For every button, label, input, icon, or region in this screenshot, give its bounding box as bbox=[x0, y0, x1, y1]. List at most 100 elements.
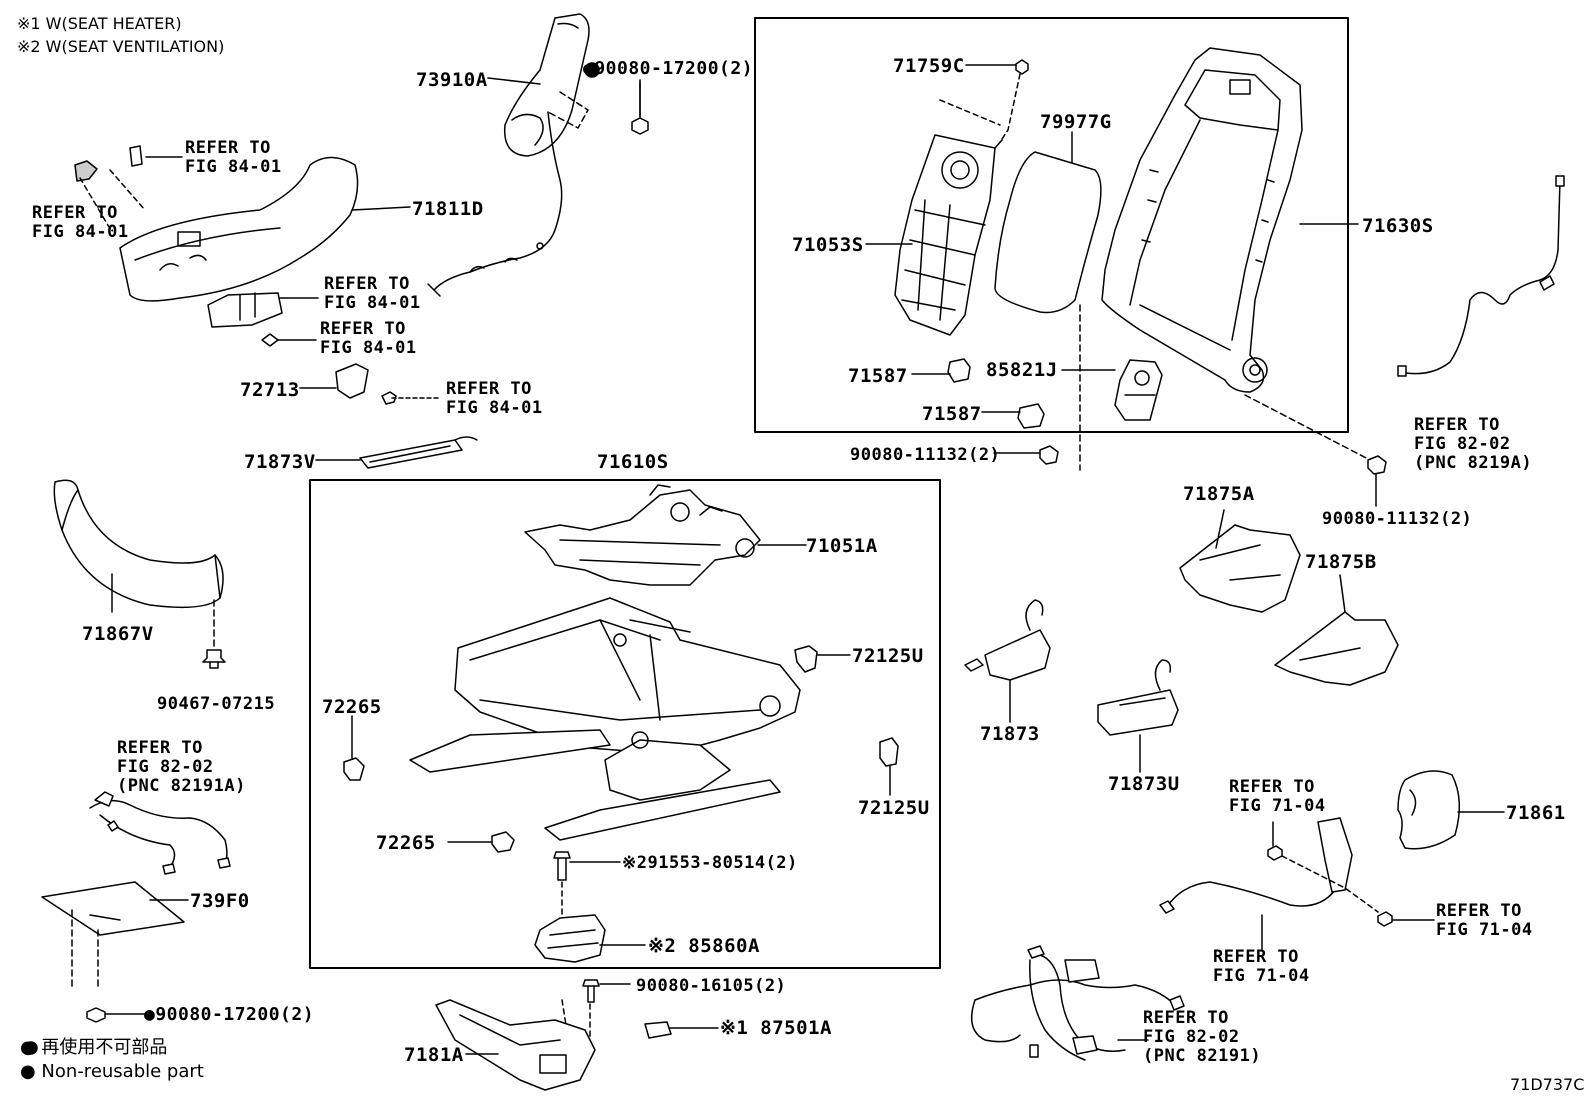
part-number-71873: 71873 bbox=[980, 723, 1040, 745]
part-number-90080-11132-b: 90080-11132(2) bbox=[1322, 509, 1473, 529]
dashed-ref-r9 bbox=[1281, 855, 1379, 913]
part-number-71873U: 71873U bbox=[1108, 773, 1180, 795]
part-number-71759C: 71759C bbox=[893, 55, 965, 77]
part-72265-a-drawing bbox=[343, 757, 365, 781]
part-number-90080-16105: 90080-16105(2) bbox=[636, 976, 787, 996]
part-number-71861: 71861 bbox=[1506, 802, 1566, 824]
part-number-71875B: 71875B bbox=[1305, 551, 1377, 573]
part-71053S-drawing bbox=[894, 134, 1003, 336]
part-90080-17200-bot-drawing bbox=[86, 1007, 106, 1023]
part-number-79977G: 79977G bbox=[1040, 111, 1112, 133]
part-71587-a-drawing bbox=[947, 358, 971, 383]
part-number-71053S: 71053S bbox=[792, 234, 864, 256]
part-number-7181A: 7181A bbox=[404, 1044, 464, 1066]
part-71875A-drawing bbox=[1179, 524, 1301, 613]
part-number-71051A: 71051A bbox=[806, 535, 878, 557]
part-harness-71-04-drawing bbox=[1159, 817, 1393, 927]
part-85821J-drawing bbox=[1114, 359, 1163, 421]
part-number-87501A: ※1 87501A bbox=[720, 1017, 832, 1039]
part-seat-frame-drawing bbox=[409, 597, 801, 841]
part-number-85821J: 85821J bbox=[986, 359, 1058, 381]
note-seat-ventilation: ※2 W(SEAT VENTILATION) bbox=[17, 37, 225, 56]
part-switch-drawing bbox=[207, 292, 283, 347]
part-72125U-b-drawing bbox=[879, 737, 899, 767]
part-number-71875A: 71875A bbox=[1183, 483, 1255, 505]
part-number-71610S: 71610S bbox=[597, 451, 669, 473]
part-72713-drawing bbox=[335, 363, 397, 405]
part-72265-b-drawing bbox=[491, 831, 515, 853]
dashed-71759C bbox=[939, 73, 1021, 143]
part-71875B-drawing bbox=[1274, 611, 1399, 686]
part-number-72265-a: 72265 bbox=[322, 696, 382, 718]
note-seat-heater: ※1 W(SEAT HEATER) bbox=[17, 14, 182, 33]
part-85860A-drawing bbox=[534, 914, 606, 963]
part-number-72713: 72713 bbox=[240, 379, 300, 401]
part-71759C-drawing bbox=[1015, 59, 1029, 75]
part-number-72125U-b: 72125U bbox=[858, 797, 930, 819]
seat-cushion-frame-group-box bbox=[309, 479, 941, 969]
part-harness-82191A-drawing bbox=[89, 791, 231, 875]
part-72125U-a-drawing bbox=[794, 645, 818, 673]
part-90080-11132-b-drawing bbox=[1367, 455, 1387, 475]
part-71811D-drawing bbox=[74, 145, 359, 302]
legend-non-reusable: ● 再使用不可部品● Non-reusable part bbox=[20, 1037, 204, 1082]
dashed-90080-16105 bbox=[561, 999, 591, 1051]
part-79977G-drawing bbox=[994, 151, 1102, 314]
part-90080-16105-drawing bbox=[582, 979, 600, 1003]
part-73910A-drawing bbox=[427, 13, 590, 297]
part-number-71587-a: 71587 bbox=[848, 365, 908, 387]
part-harness-8219A-drawing bbox=[1397, 175, 1565, 377]
leader-71875B bbox=[1339, 574, 1346, 613]
part-7181A-drawing bbox=[435, 999, 596, 1091]
dashed-739F0 bbox=[71, 909, 99, 991]
dashed-leader-73910A bbox=[547, 91, 589, 129]
leader-71875A bbox=[1215, 509, 1225, 549]
part-number-90080-11132-a: 90080-11132(2) bbox=[850, 445, 1001, 465]
leader-71811D bbox=[351, 206, 411, 211]
part-71873-drawing bbox=[964, 599, 1051, 681]
diagram-code: 71D737C bbox=[1510, 1075, 1585, 1094]
part-number-91553-80514: ※291553-80514(2) bbox=[622, 853, 798, 873]
part-number-71811D: 71811D bbox=[412, 198, 484, 220]
part-number-739F0: 739F0 bbox=[190, 890, 250, 912]
part-90080-11132-a-drawing bbox=[1039, 445, 1059, 465]
legend-dot-1 bbox=[24, 1041, 38, 1055]
part-71587-b-drawing bbox=[1017, 403, 1045, 429]
part-71630S-drawing bbox=[1101, 47, 1303, 393]
part-harness-82191-drawing bbox=[970, 945, 1185, 1061]
part-739F0-drawing bbox=[41, 881, 185, 936]
part-number-90467-07215: 90467-07215 bbox=[157, 694, 276, 714]
part-number-90080-17200-top: ●90080-17200(2) bbox=[583, 58, 754, 79]
leader-73910A bbox=[487, 77, 541, 85]
part-number-72265-b: 72265 bbox=[376, 832, 436, 854]
part-71051A-drawing bbox=[524, 484, 761, 586]
part-91553-80514-drawing bbox=[553, 851, 571, 881]
part-71873U-drawing bbox=[1097, 659, 1179, 736]
seatback-frame-group-box bbox=[754, 17, 1349, 433]
part-87501A-drawing bbox=[644, 1021, 672, 1039]
part-90467-07215-drawing bbox=[202, 649, 226, 669]
part-number-73910A: 73910A bbox=[416, 69, 488, 91]
part-number-71873V: 71873V bbox=[244, 451, 316, 473]
dashed-71630S bbox=[1244, 394, 1371, 461]
part-number-72125U-a: 72125U bbox=[852, 645, 924, 667]
part-number-71867V: 71867V bbox=[82, 623, 154, 645]
part-71867V-drawing bbox=[53, 479, 224, 609]
part-71861-drawing bbox=[1397, 770, 1461, 850]
part-number-90080-17200-bot: ●90080-17200(2) bbox=[144, 1004, 315, 1025]
part-number-85860A: ※2 85860A bbox=[648, 935, 760, 957]
part-number-71587-b: 71587 bbox=[922, 403, 982, 425]
part-71873V-drawing bbox=[359, 436, 478, 469]
part-number-71630S: 71630S bbox=[1362, 215, 1434, 237]
